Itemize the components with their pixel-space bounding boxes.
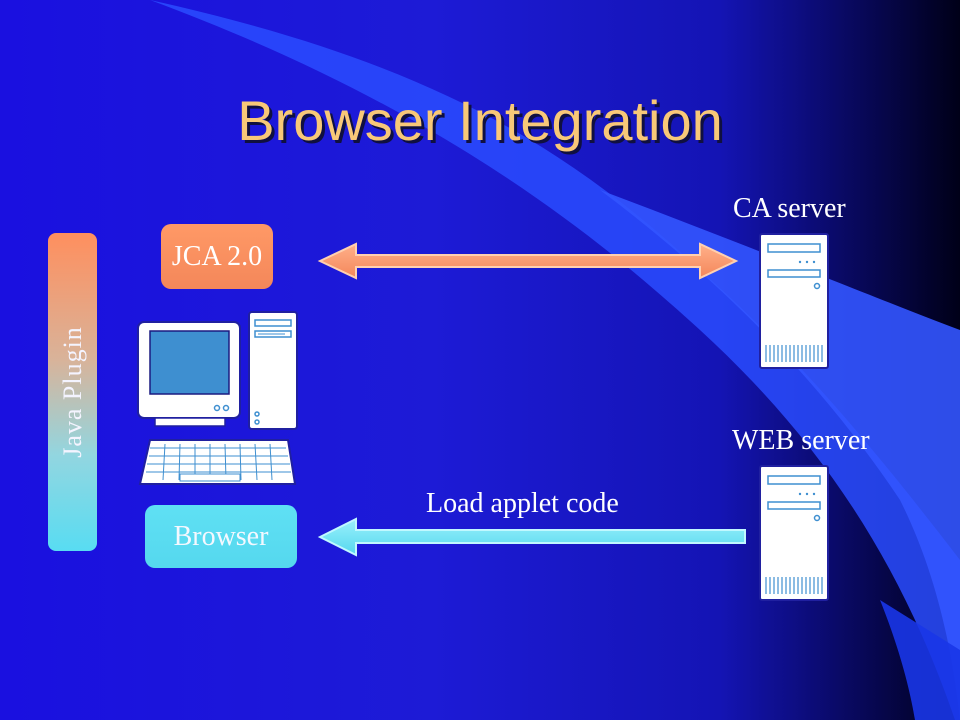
jca-box: JCA 2.0 bbox=[161, 224, 273, 289]
web-server-label: WEB server bbox=[732, 425, 870, 456]
desktop-computer-icon bbox=[137, 311, 298, 485]
java-plugin-bar bbox=[48, 233, 97, 551]
web-server-tower-icon bbox=[759, 465, 829, 601]
load-applet-arrow bbox=[317, 517, 746, 557]
ca-server-label: CA server bbox=[733, 193, 846, 224]
slide-title: Browser Integration bbox=[237, 89, 723, 152]
ca-server-tower-icon bbox=[759, 233, 829, 369]
load-applet-label: Load applet code bbox=[426, 488, 619, 519]
browser-box: Browser bbox=[145, 505, 297, 568]
bidirectional-arrow bbox=[317, 242, 739, 280]
